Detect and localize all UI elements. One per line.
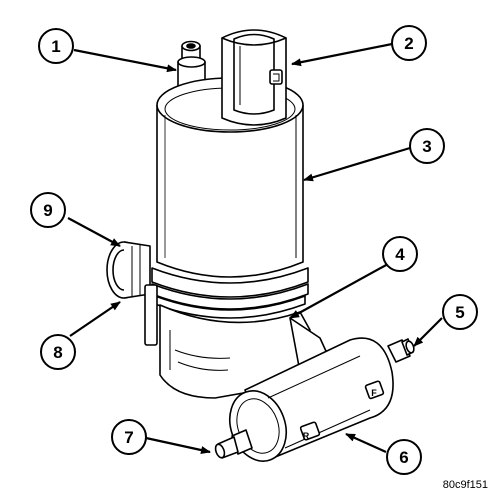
callout-label-8: 8 [53, 343, 62, 362]
leader-line-5 [413, 317, 443, 347]
callout-4: 4 [382, 236, 418, 272]
inlet-grommet [106, 241, 151, 299]
base-rings [151, 267, 309, 319]
callout-5: 5 [442, 294, 478, 330]
front-port-letter: F [371, 388, 377, 398]
electrical-connector [221, 29, 287, 126]
motor-housing [156, 77, 304, 278]
leader-line-2 [291, 42, 393, 67]
callout-label-3: 3 [422, 137, 431, 156]
washer-pump-illustration [106, 29, 415, 462]
callout-label-1: 1 [51, 37, 60, 56]
leader-line-6 [345, 432, 387, 454]
leader-line-3 [303, 146, 411, 182]
callouts: 1 2 3 4 5 6 7 8 [30, 25, 478, 475]
leader-line-9 [67, 217, 121, 247]
callout-9: 9 [30, 192, 66, 228]
callout-label-6: 6 [399, 448, 408, 467]
reference-code: 80c9f151 [443, 479, 488, 491]
callout-label-2: 2 [404, 34, 413, 53]
callout-6: 6 [386, 439, 422, 475]
callout-label-7: 7 [124, 428, 133, 447]
callout-label-5: 5 [455, 303, 464, 322]
callout-2: 2 [391, 25, 427, 61]
callout-3: 3 [409, 128, 445, 164]
callout-8: 8 [40, 334, 76, 370]
leader-lines [67, 42, 443, 454]
leader-line-8 [69, 301, 121, 337]
callout-label-4: 4 [395, 245, 405, 264]
callout-7: 7 [111, 419, 147, 455]
rear-outlet-nozzle [214, 429, 253, 459]
rear-port-letter: R [303, 431, 310, 441]
front-outlet-nozzle [387, 338, 415, 363]
callout-1: 1 [38, 28, 74, 64]
leader-line-4 [289, 263, 389, 319]
callout-label-9: 9 [43, 201, 52, 220]
leader-line-1 [73, 48, 177, 73]
leader-line-7 [145, 436, 211, 454]
